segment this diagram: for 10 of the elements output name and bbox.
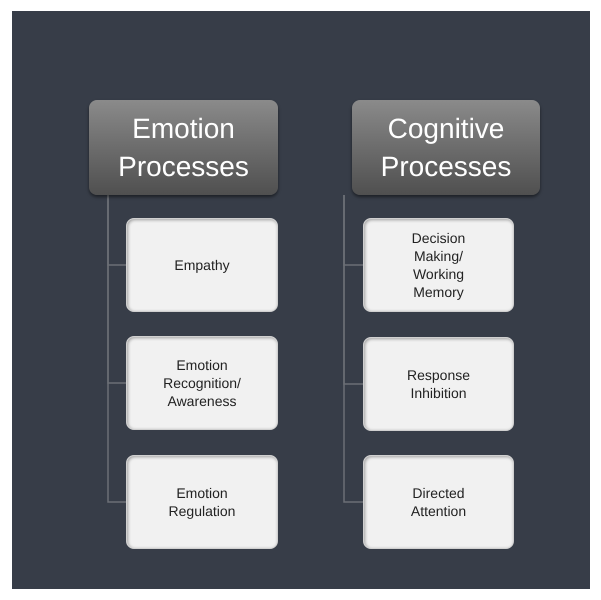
item-box: Response Inhibition [363, 337, 514, 431]
item-box: Directed Attention [363, 455, 514, 549]
category-box: Cognitive Processes [352, 100, 540, 195]
item-box: Emotion Regulation [126, 455, 278, 549]
connector-line [107, 195, 126, 503]
category-box: Emotion Processes [89, 100, 278, 195]
connector-line [343, 195, 363, 503]
item-box: Decision Making/ Working Memory [363, 218, 514, 312]
item-box: Emotion Recognition/ Awareness [126, 336, 278, 430]
item-box: Empathy [126, 218, 278, 312]
